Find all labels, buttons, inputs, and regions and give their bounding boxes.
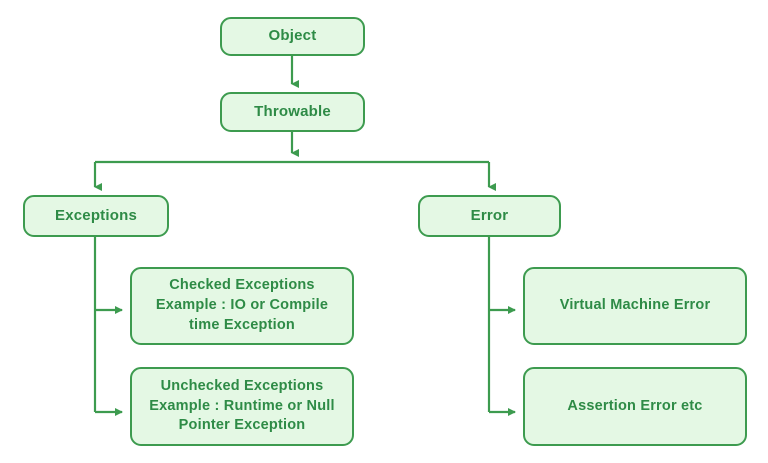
node-object-label: Object (268, 27, 317, 45)
node-exceptions[interactable]: Exceptions (23, 195, 169, 237)
node-unchecked-exceptions-label: Unchecked Exceptions Example : Runtime o… (149, 377, 335, 434)
node-throwable-label: Throwable (254, 102, 331, 120)
node-error[interactable]: Error (418, 195, 561, 237)
node-error-label: Error (470, 206, 509, 224)
node-virtual-machine-error-label: Virtual Machine Error (559, 297, 711, 314)
node-assertion-error-label: Assertion Error etc (567, 397, 703, 414)
node-virtual-machine-error[interactable]: Virtual Machine Error (523, 267, 747, 345)
node-object[interactable]: Object (220, 17, 365, 56)
node-checked-exceptions[interactable]: Checked Exceptions Example : IO or Compi… (130, 267, 354, 345)
node-throwable[interactable]: Throwable (220, 92, 365, 132)
node-checked-exceptions-label: Checked Exceptions Example : IO or Compi… (155, 277, 329, 333)
node-assertion-error[interactable]: Assertion Error etc (523, 367, 747, 446)
node-unchecked-exceptions[interactable]: Unchecked Exceptions Example : Runtime o… (130, 367, 354, 446)
node-exceptions-label: Exceptions (54, 206, 138, 224)
